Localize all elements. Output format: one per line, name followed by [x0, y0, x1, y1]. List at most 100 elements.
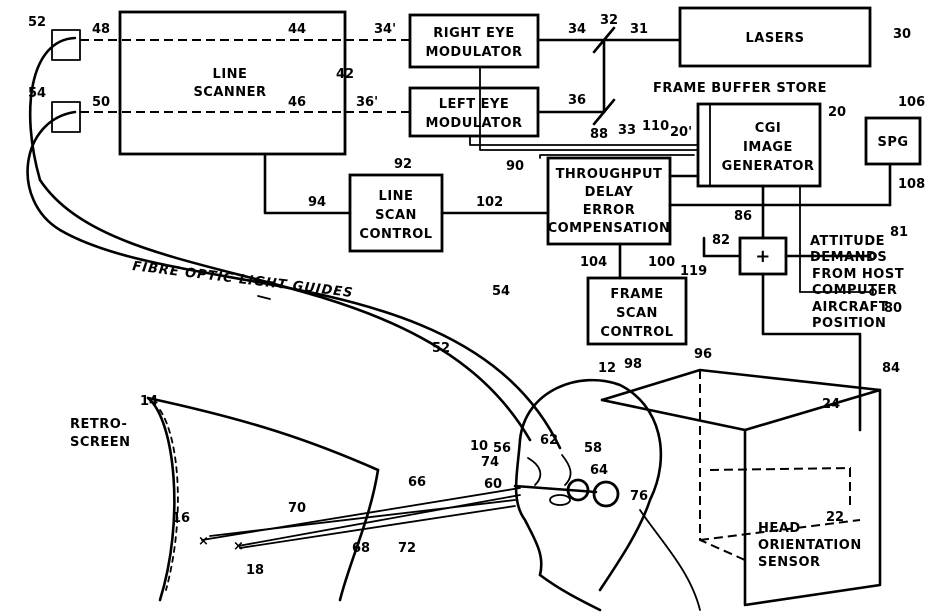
- ref-52-guide: 52: [432, 341, 450, 356]
- sensor-hidden-edge-1: [699, 370, 746, 561]
- mirror-33: [592, 98, 616, 126]
- sensor-top-edge: [743, 388, 882, 432]
- ref-30: 30: [893, 27, 911, 42]
- ref-14: 14: [140, 394, 158, 409]
- path-82: [702, 236, 742, 258]
- cgi-generator-block: [696, 102, 822, 188]
- ref-62: 62: [540, 433, 558, 448]
- ref-88: 88: [590, 127, 608, 142]
- ref-119: 119: [680, 264, 707, 279]
- cgi-label-3: GENERATOR: [722, 159, 815, 174]
- from-host-label-2: COMPUTER: [812, 283, 897, 298]
- terminal-80: [869, 288, 877, 296]
- ref-80: 80: [884, 301, 902, 316]
- ref-10: 10: [470, 439, 488, 454]
- retro-screen-surface: [159, 409, 179, 591]
- ref-52: 52: [28, 15, 46, 30]
- ref-76: 76: [630, 489, 648, 504]
- retro-screen-right-edge: [338, 468, 380, 602]
- retro-screen-left-edge: [146, 396, 176, 602]
- path-84: [761, 272, 862, 432]
- ref-16: 16: [172, 511, 190, 526]
- from-host-label-1: FROM HOST: [812, 267, 904, 282]
- ref-104: 104: [580, 255, 607, 270]
- fibre-guide-54: [26, 110, 562, 450]
- head-outline: [518, 378, 663, 592]
- ref-54-guide: 54: [492, 284, 510, 299]
- projector-58: [561, 454, 572, 486]
- ref-100: 100: [648, 255, 675, 270]
- ref-84: 84: [882, 361, 900, 376]
- retro-screen-label-1: RETRO-: [70, 417, 127, 432]
- neck-line: [639, 509, 701, 611]
- head-sensor-label-2: ORIENTATION: [758, 538, 862, 553]
- ref-66: 66: [408, 475, 426, 490]
- summing-plus: +: [755, 246, 771, 267]
- frame-scan-label-1: FRAME: [610, 287, 663, 302]
- terminal-81: [869, 252, 877, 260]
- fibre-guide-52: [28, 36, 532, 442]
- ref-60: 60: [484, 477, 502, 492]
- line-scanner-label-1: LINE: [213, 67, 248, 82]
- cross-16: ×: [198, 534, 209, 549]
- ref-36-prime: 36': [356, 95, 378, 110]
- ref-42: 42: [336, 67, 354, 82]
- ref-33: 33: [618, 123, 636, 138]
- ref-70: 70: [288, 501, 306, 516]
- ref-92: 92: [394, 157, 412, 172]
- ref-46: 46: [288, 95, 306, 110]
- fibre-end-50: [51, 101, 81, 133]
- ref-98: 98: [624, 357, 642, 372]
- path-110: [539, 154, 695, 159]
- ref-82: 82: [712, 233, 730, 248]
- beam-splitter-32: [592, 26, 616, 54]
- ref-68: 68: [352, 541, 370, 556]
- path-94: [263, 152, 352, 215]
- ray-72: [239, 505, 516, 549]
- ref-36: 36: [568, 93, 586, 108]
- ref-34: 34: [568, 22, 586, 37]
- ray-68: [237, 494, 521, 547]
- ref-96: 96: [694, 347, 712, 362]
- aircraft-label-1: AIRCRAFT: [812, 300, 888, 315]
- ref-74: 74: [481, 455, 499, 470]
- ref-18: 18: [246, 563, 264, 578]
- ref-81: 81: [890, 225, 908, 240]
- path-90: [469, 135, 699, 146]
- ref-106: 106: [898, 95, 925, 110]
- line-scan-label-1: LINE: [379, 189, 414, 204]
- ref-58: 58: [584, 441, 602, 456]
- line-scan-label-2: SCAN: [375, 208, 417, 223]
- ref-50: 50: [92, 95, 110, 110]
- attitude-label-2: DEMANDS: [810, 250, 887, 265]
- ref-24: 24: [822, 397, 840, 412]
- ref-22: 22: [826, 510, 844, 525]
- right-modulator-label-1: RIGHT EYE: [433, 26, 514, 41]
- fibre-optic-label: FIBRE OPTIC LIGHT GUIDES: [132, 259, 355, 301]
- sensor-hidden-edge-2: [699, 519, 861, 541]
- head-sensor-label-1: HEAD: [758, 521, 801, 536]
- frame-scan-label-2: SCAN: [616, 306, 658, 321]
- path-88: [479, 66, 699, 151]
- retro-screen-label-2: SCREEN: [70, 435, 131, 450]
- throughput-label-3: ERROR: [583, 203, 635, 218]
- frame-scan-label-3: CONTROL: [600, 325, 673, 340]
- ref-94: 94: [308, 195, 326, 210]
- ref-31: 31: [630, 22, 648, 37]
- retro-screen-top-edge: [146, 396, 380, 472]
- ref-20-prime: 20': [670, 125, 692, 140]
- fibre-arrow: [257, 295, 271, 300]
- projector-56: [527, 457, 542, 486]
- ref-44: 44: [288, 22, 306, 37]
- left-modulator-label-2: MODULATOR: [425, 116, 522, 131]
- headband-bar: [513, 484, 598, 494]
- lasers-label: LASERS: [746, 31, 805, 46]
- ref-56: 56: [493, 441, 511, 456]
- ref-64: 64: [590, 463, 608, 478]
- ref-86: 86: [734, 209, 752, 224]
- fibre-end-48: [51, 29, 81, 61]
- line-scan-label-3: CONTROL: [359, 227, 432, 242]
- ref-48: 48: [92, 22, 110, 37]
- ref-108: 108: [898, 177, 925, 192]
